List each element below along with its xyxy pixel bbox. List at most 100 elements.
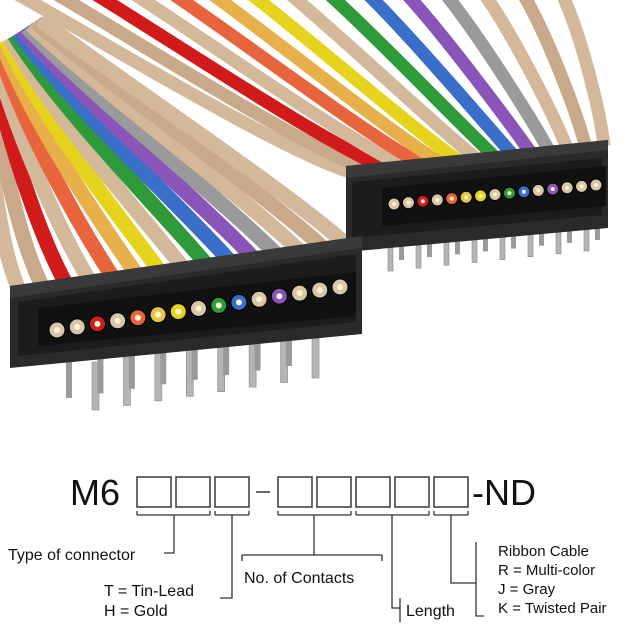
label-length: Length xyxy=(406,603,455,620)
ribbon-wire-right xyxy=(170,0,426,171)
contact-left-core xyxy=(175,308,182,315)
pin-right-back xyxy=(427,239,432,258)
pin-left-back xyxy=(160,346,167,385)
pin-left-back xyxy=(191,341,198,380)
contact-left-core xyxy=(54,327,60,333)
pin-right xyxy=(443,239,450,266)
left-connector-contacts xyxy=(48,278,349,339)
contact-right-core xyxy=(449,196,454,201)
ribbon-cable-right xyxy=(14,0,611,179)
pin-right-back xyxy=(399,242,404,260)
pin-left-back xyxy=(286,328,292,366)
pin-right-back xyxy=(511,230,516,249)
contact-right-core xyxy=(507,191,512,196)
label-contacts: No. of Contacts xyxy=(244,570,354,587)
label-plating-gold: H = Gold xyxy=(104,603,168,620)
ribbon-wire-right xyxy=(14,0,352,179)
ribbon-wire-right xyxy=(248,0,463,167)
callout-lines xyxy=(136,511,484,622)
ribbon-wire-left xyxy=(0,67,74,290)
left-connector-pins xyxy=(66,328,320,411)
contact-right-core xyxy=(565,185,570,190)
ribbon-wire-right xyxy=(480,0,574,153)
ribbon-wire-right xyxy=(441,0,556,155)
contact-left-core xyxy=(134,314,141,321)
pin-right-back xyxy=(483,233,488,252)
pin-right xyxy=(387,245,394,272)
callout-line-connector xyxy=(136,511,211,554)
pin-left-back xyxy=(128,350,135,389)
part-number-box-5 xyxy=(316,476,352,508)
right-connector xyxy=(346,140,608,272)
ribbon-cable-left xyxy=(0,13,356,296)
part-number-box-8 xyxy=(433,476,469,508)
contact-left-core xyxy=(155,311,162,318)
callout-line-contacts xyxy=(241,511,383,561)
contact-left-core xyxy=(94,320,101,327)
callout-line-ribbon xyxy=(433,511,484,617)
ribbon-wire-right xyxy=(325,0,500,162)
right-connector-top xyxy=(346,140,608,178)
part-number-box-1 xyxy=(136,476,172,508)
pin-right xyxy=(415,242,422,269)
part-number-box-6 xyxy=(355,476,391,508)
contact-left-core xyxy=(215,302,222,309)
ribbon-wire-left xyxy=(35,13,356,254)
contact-right-core xyxy=(594,183,598,187)
pin-right-back xyxy=(595,222,600,240)
part-number-box-7 xyxy=(394,476,430,508)
label-ribbon-r: R = Multi-color xyxy=(498,562,595,579)
ribbon-wire-right xyxy=(53,0,371,177)
label-ribbon-k: K = Twisted Pair xyxy=(498,600,607,617)
part-number-boxes xyxy=(136,476,469,508)
label-ribbon-j: J = Gray xyxy=(498,581,556,598)
pin-left-back xyxy=(254,332,261,371)
contact-left-core xyxy=(256,296,263,303)
right-connector-contacts xyxy=(387,178,603,211)
part-number-box-4 xyxy=(277,476,313,508)
left-connector xyxy=(10,236,362,411)
ribbon-wire-right xyxy=(92,0,389,175)
contact-right-core xyxy=(478,193,483,198)
contact-left-core xyxy=(276,293,283,300)
part-number-prefix: M6 xyxy=(70,472,120,513)
contact-left-core xyxy=(296,290,303,297)
contact-right-core xyxy=(420,199,425,204)
part-number-box-3 xyxy=(214,476,250,508)
contact-left-core xyxy=(195,305,202,312)
contact-right-core xyxy=(550,187,555,192)
pin-left-back xyxy=(223,337,230,376)
pin-right-back xyxy=(567,224,572,243)
pin-left-back xyxy=(66,360,72,398)
contact-left-core xyxy=(235,299,242,306)
label-ribbon-title: Ribbon Cable xyxy=(498,543,589,560)
ribbon-wire-right xyxy=(364,0,519,160)
contact-left-core xyxy=(316,287,323,294)
left-connector-top xyxy=(10,236,362,298)
pin-right-back xyxy=(455,236,460,255)
pin-right xyxy=(527,231,534,258)
contact-right-core xyxy=(536,188,541,193)
contact-right-core xyxy=(493,192,497,197)
ribbon-wire-right xyxy=(286,0,482,165)
contact-right-core xyxy=(521,189,526,194)
contact-left-core xyxy=(114,317,121,324)
ribbon-wire-right xyxy=(557,0,611,147)
label-type-of-connector: Type of connector xyxy=(8,547,136,564)
label-plating-tin: T = Tin-Lead xyxy=(104,583,194,600)
callout-line-length xyxy=(355,511,430,622)
ribbon-wire-left xyxy=(0,169,27,296)
pin-right xyxy=(499,234,506,260)
contact-right-core xyxy=(579,184,584,189)
pin-right-back xyxy=(539,227,544,246)
contact-left-core xyxy=(337,284,343,290)
contact-right-core xyxy=(392,202,396,206)
ribbon-wire-right xyxy=(209,0,444,169)
contact-right-core xyxy=(406,200,411,205)
ribbon-wire-right xyxy=(131,0,408,173)
ribbon-wire-right xyxy=(403,0,537,158)
contact-right-core xyxy=(435,197,440,202)
part-number-box-2 xyxy=(175,476,211,508)
pin-left-back xyxy=(97,355,104,394)
